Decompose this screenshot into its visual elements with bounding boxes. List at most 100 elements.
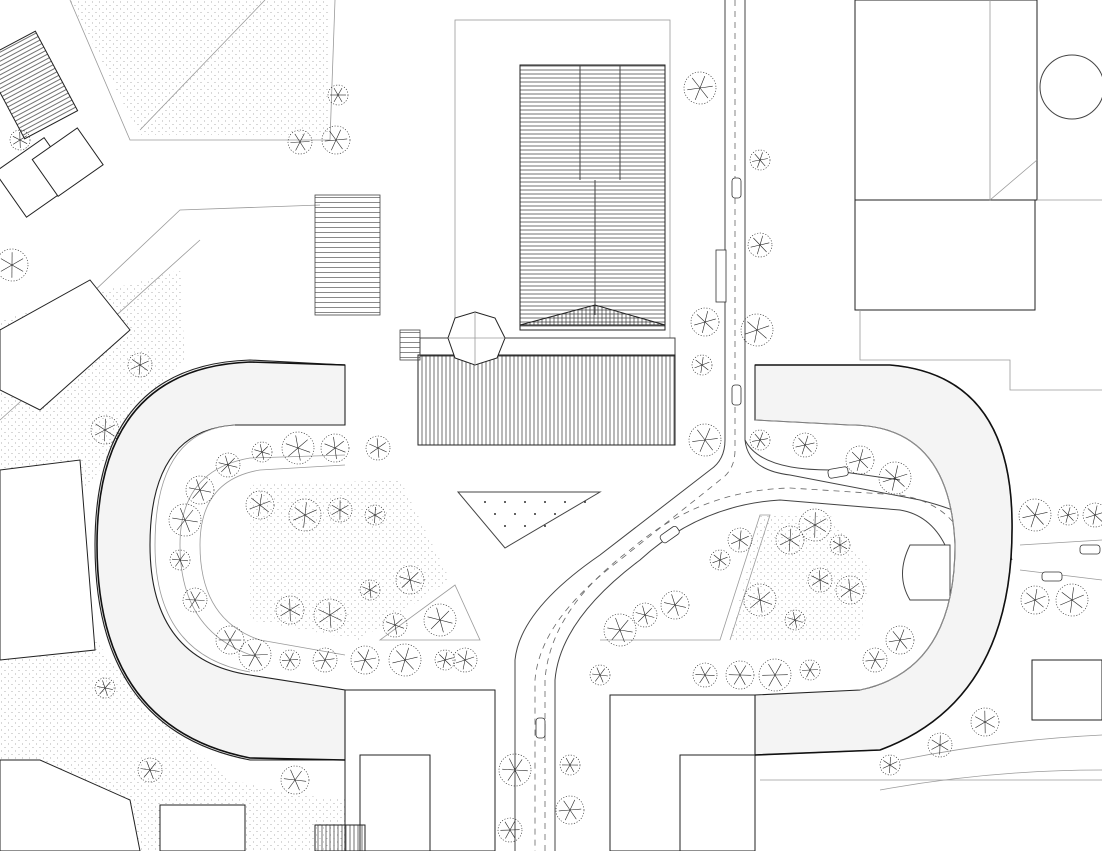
tree-symbol: [452, 647, 478, 673]
car: [827, 466, 849, 479]
tree-symbol: [1082, 502, 1102, 528]
tree-symbol: [1057, 504, 1079, 526]
tree-symbol: [395, 565, 425, 595]
tree-symbol: [878, 461, 912, 495]
planter-dot: [494, 513, 496, 515]
tree-symbol: [799, 659, 821, 681]
tree-symbol: [215, 452, 241, 478]
tree-symbol: [559, 754, 581, 776]
tree-symbol: [0, 248, 29, 282]
tree-symbol: [690, 307, 720, 337]
planter-dot: [524, 501, 526, 503]
tree-symbol: [555, 795, 585, 825]
tree-symbol: [137, 757, 163, 783]
tree-symbol: [238, 638, 272, 672]
tree-symbol: [691, 354, 713, 376]
tree-symbol: [327, 84, 349, 106]
tree-symbol: [692, 662, 718, 688]
tree-symbol: [1018, 498, 1052, 532]
central-building: [314, 19, 676, 446]
planter-dot: [484, 501, 486, 503]
planter-dot: [514, 513, 516, 515]
trees: [0, 71, 1102, 843]
tree-symbol: [288, 498, 322, 532]
planter-dot: [584, 501, 586, 503]
tree-symbol: [740, 313, 774, 347]
south-buildings: [314, 689, 756, 851]
car: [731, 384, 742, 406]
tree-symbol: [970, 707, 1000, 737]
tree-symbol: [320, 433, 350, 463]
car: [535, 717, 546, 739]
tree-symbol: [382, 612, 408, 638]
tree-symbol: [749, 149, 771, 171]
tree-symbol: [747, 232, 773, 258]
tree-symbol: [829, 534, 851, 556]
tree-symbol: [215, 625, 245, 655]
tree-symbol: [169, 549, 191, 571]
planter-dot: [544, 525, 546, 527]
tree-symbol: [1020, 585, 1050, 615]
car: [659, 525, 680, 544]
east-buildings: [760, 0, 1102, 781]
tree-symbol: [688, 423, 722, 457]
tree-symbol: [835, 575, 865, 605]
parked-cars: [535, 177, 1101, 739]
tree-symbol: [758, 658, 792, 692]
planter-dot: [544, 501, 546, 503]
tree-symbol: [182, 587, 208, 613]
tree-symbol: [862, 647, 888, 673]
tree-symbol: [497, 817, 523, 843]
planter-dot: [504, 501, 506, 503]
tree-symbol: [845, 445, 875, 475]
tree-symbol: [589, 664, 611, 686]
tree-symbol: [245, 490, 275, 520]
tree-symbol: [388, 643, 422, 677]
tree-symbol: [879, 754, 901, 776]
tree-symbol: [9, 129, 31, 151]
tree-symbol: [885, 625, 915, 655]
tree-symbol: [727, 527, 753, 553]
tree-symbol: [683, 71, 717, 105]
tree-symbol: [365, 435, 391, 461]
east-crescent: [754, 364, 1013, 756]
planter-dot: [564, 501, 566, 503]
tree-symbol: [603, 613, 637, 647]
tree-symbol: [287, 129, 313, 155]
west-crescent: [94, 359, 346, 761]
tree-symbol: [275, 595, 305, 625]
tree-symbol: [280, 765, 310, 795]
car: [731, 177, 742, 199]
planter-dot: [554, 513, 556, 515]
tree-symbol: [434, 649, 456, 671]
tree-symbol: [313, 598, 347, 632]
tree-symbol: [749, 429, 771, 451]
tree-symbol: [632, 602, 658, 628]
tree-symbol: [168, 503, 202, 537]
tree-symbol: [327, 497, 353, 523]
car: [1041, 571, 1063, 582]
tree-symbol: [251, 441, 273, 463]
tree-symbol: [312, 647, 338, 673]
triangular-planter: [456, 491, 602, 549]
tree-symbol: [94, 677, 116, 699]
tree-symbol: [709, 549, 731, 571]
tree-symbol: [350, 645, 380, 675]
tree-symbol: [725, 660, 755, 690]
tree-symbol: [1055, 583, 1089, 617]
inner-path: [179, 454, 771, 659]
tree-symbol: [775, 525, 805, 555]
tree-symbol: [743, 583, 777, 617]
tree-symbol: [359, 579, 381, 601]
planter-dot: [534, 513, 536, 515]
northwest-buildings: [0, 0, 336, 851]
tree-symbol: [807, 567, 833, 593]
tree-symbol: [784, 609, 806, 631]
tree-symbol: [927, 732, 953, 758]
tree-symbol: [792, 432, 818, 458]
tree-symbol: [423, 603, 457, 637]
tree-symbol: [127, 352, 153, 378]
bus: [715, 249, 727, 303]
tree-symbol: [321, 125, 351, 155]
